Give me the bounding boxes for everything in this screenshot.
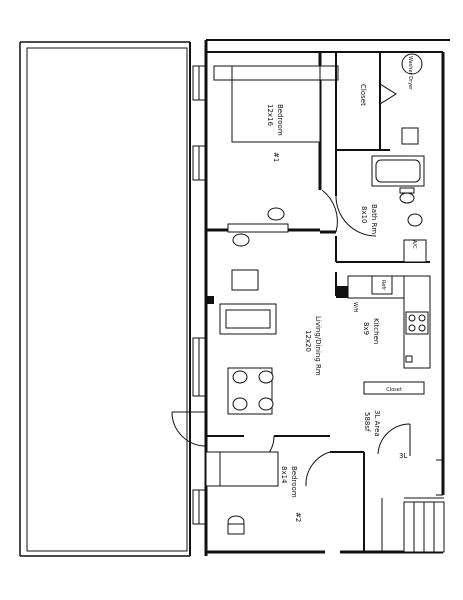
svg-text:12x20: 12x20	[304, 330, 312, 352]
svg-text:8x9: 8x9	[362, 322, 370, 335]
balcony	[19, 41, 190, 557]
utility: Washer Dryer A/C	[401, 53, 427, 263]
svg-text:588sf: 588sf	[363, 412, 371, 432]
toilet	[399, 192, 415, 204]
svg-text:A/C: A/C	[411, 240, 417, 249]
svg-text:Bedroom: Bedroom	[276, 104, 284, 136]
sink	[407, 213, 423, 227]
svg-text:8x10: 8x10	[360, 206, 368, 224]
balcony-door	[171, 411, 207, 447]
svg-text:Closet: Closet	[386, 387, 402, 393]
bath: Bath Rm 8x10	[335, 150, 430, 263]
svg-text:3L Area: 3L Area	[373, 410, 381, 437]
svg-text:Bath Rm: Bath Rm	[370, 204, 378, 234]
svg-text:Kitchen: Kitchen	[372, 318, 380, 344]
svg-text:#2: #2	[294, 512, 302, 522]
svg-text:Closet: Closet	[359, 84, 367, 106]
svg-text:#1: #1	[272, 152, 280, 162]
svg-text:Washer Dryer: Washer Dryer	[407, 56, 413, 91]
svg-text:Bedroom: Bedroom	[290, 466, 298, 498]
closet-2: Closet	[363, 381, 425, 395]
desk	[227, 223, 289, 233]
fridge	[371, 275, 393, 295]
windows	[192, 65, 206, 525]
svg-text:8x14: 8x14	[280, 466, 288, 484]
svg-text:Living/Dining Rm: Living/Dining Rm	[314, 316, 322, 376]
kitchen: Refr W/H Kitchen 8x9	[335, 272, 431, 369]
bedroom-2: Bedroom 8x14 #2	[205, 435, 330, 535]
svg-text:W/H: W/H	[352, 302, 358, 313]
bedroom-1: Bedroom 12x16 #1	[206, 52, 339, 247]
closet-1: Closet	[335, 52, 397, 151]
stove	[405, 311, 429, 335]
svg-text:3L: 3L	[399, 452, 407, 460]
stair-hall	[381, 459, 445, 553]
svg-text:12x16: 12x16	[266, 104, 274, 127]
entry-area: 3L Area 588sf 3L	[305, 410, 411, 552]
ottoman	[231, 269, 259, 291]
svg-text:Refr: Refr	[380, 280, 386, 291]
living-dining: Living/Dining Rm 12x20	[206, 269, 322, 415]
